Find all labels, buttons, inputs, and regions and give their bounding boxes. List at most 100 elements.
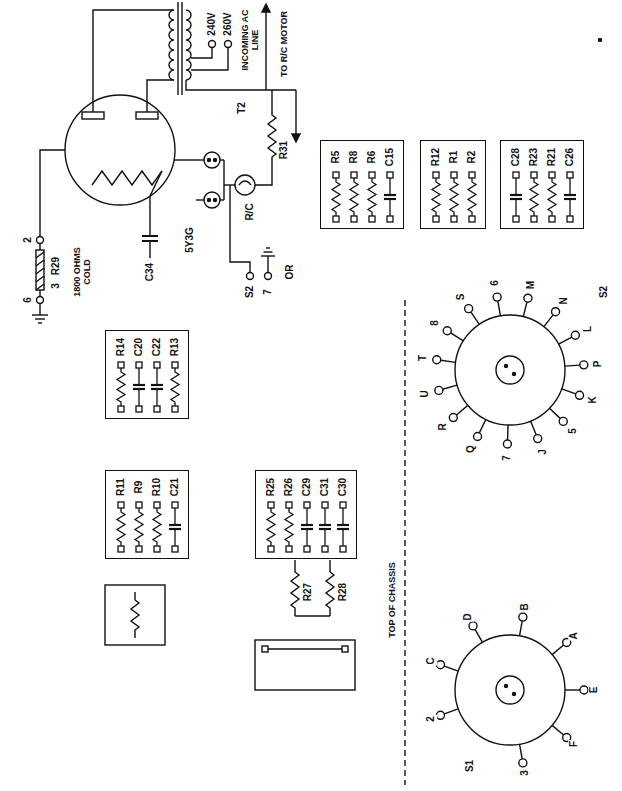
callout-label: C: [425, 657, 437, 666]
callout-label: T2: [236, 101, 248, 115]
chassis-line: [404, 300, 405, 785]
component-symbol: [153, 502, 161, 552]
switch-lug: [550, 408, 568, 425]
callout-label: 6: [489, 280, 501, 288]
part-label: R21: [546, 147, 558, 165]
callout-label: TOP OF CHASSIS: [387, 561, 397, 639]
component-symbol: [468, 172, 476, 222]
switch-lug: [565, 361, 588, 369]
callout-label: Q: [466, 444, 478, 454]
component-symbol: [267, 502, 275, 552]
component-symbol: [564, 172, 576, 222]
callout-label: 8: [430, 320, 442, 328]
component-symbol: [548, 172, 556, 222]
callout-label: 5Y3G: [184, 226, 196, 254]
component-symbol: [332, 172, 340, 222]
callout-label: C34: [144, 262, 156, 282]
part-label: R9: [133, 480, 145, 493]
component-symbol: [133, 362, 145, 412]
terminal-board: R14C20C22R13: [105, 330, 189, 419]
switch-lug: [531, 421, 542, 443]
part-label: R10: [151, 477, 163, 495]
part-label: R6: [366, 150, 378, 163]
part-label: R12: [430, 147, 442, 165]
component-symbol: [301, 502, 313, 552]
part-label: R14: [115, 337, 127, 355]
callout-label: U: [420, 390, 432, 399]
part-label: C22: [151, 337, 163, 355]
callout-label: 3: [519, 769, 531, 777]
switch-lug: [519, 744, 527, 767]
part-label: C15: [384, 147, 396, 165]
callout-label: L: [582, 325, 594, 333]
part-label: C26: [564, 147, 576, 165]
switch-lug: [436, 709, 458, 719]
part-label: R23: [528, 147, 540, 165]
callout-label: 240V: [206, 11, 218, 36]
callout-label: 6: [22, 296, 34, 304]
component-symbol: [350, 172, 358, 222]
component-symbol: [368, 172, 376, 222]
callout-label: 7: [501, 454, 513, 462]
part-label: R13: [169, 337, 181, 355]
part-label: C31: [319, 477, 331, 495]
switch-lug: [433, 356, 456, 364]
component-symbol: [117, 502, 125, 552]
switch-lug: [474, 419, 486, 440]
callout-label: INCOMING AC LINE: [240, 8, 261, 72]
switch-lug: [493, 293, 501, 316]
switch-lug: [552, 638, 571, 654]
switch-lug: [523, 294, 532, 316]
callout-label: R27: [302, 582, 314, 602]
component-symbol: [530, 172, 538, 222]
switch-lug: [559, 331, 580, 344]
callout-label: R28: [337, 582, 349, 602]
component-symbol: [151, 362, 163, 412]
switch-lug: [449, 405, 468, 421]
terminal-board: R5R8R6C15: [320, 140, 404, 229]
switch-lug: [465, 305, 480, 325]
switch-lug: [562, 389, 584, 399]
callout-label: 2: [22, 236, 34, 244]
part-label: R1: [448, 150, 460, 163]
part-label: R11: [115, 478, 127, 496]
callout-label: R29: [50, 256, 62, 276]
callout-label: E: [588, 686, 600, 695]
callout-label: M: [526, 279, 538, 289]
switch-lugs: [433, 293, 588, 448]
switch-lug: [469, 622, 483, 642]
switch-lug: [503, 425, 511, 448]
part-label: C30: [337, 477, 349, 495]
part-label: R8: [348, 150, 360, 163]
callout-label: R31: [278, 140, 290, 160]
part-label: C28: [510, 147, 522, 165]
callout-label: P: [592, 360, 604, 369]
terminal-board: C28 R23 R21 C26: [500, 140, 584, 229]
callout-label: T: [417, 354, 429, 362]
callout-label: OR: [284, 264, 296, 281]
capacitor-symbol: [142, 196, 158, 258]
component-symbol: [285, 502, 293, 552]
callout-label: 2: [425, 715, 437, 723]
callout-label: A: [569, 631, 581, 640]
ballast-resistor: [32, 150, 65, 323]
callout-label: S2: [244, 285, 256, 299]
component-symbol: [319, 502, 331, 552]
callout-label: F: [569, 740, 581, 748]
callout-label: 5: [568, 427, 580, 435]
callout-label: 260V: [222, 11, 234, 36]
terminal-board: R25R26C29C31C30: [255, 470, 357, 559]
part-label: C29: [301, 477, 313, 495]
component-symbol: [510, 172, 522, 222]
callout-label: J: [537, 448, 549, 456]
switch-lug: [519, 613, 527, 636]
hanging-resistors: [291, 560, 334, 616]
callout-label: 1800 OHMS COLD: [72, 241, 93, 303]
callout-label: N: [558, 296, 570, 305]
resistor-symbol: [255, 90, 276, 185]
partial-terminal-boards: [105, 585, 355, 690]
switch-lugs: [436, 613, 588, 767]
callout-label: 3: [50, 282, 62, 290]
